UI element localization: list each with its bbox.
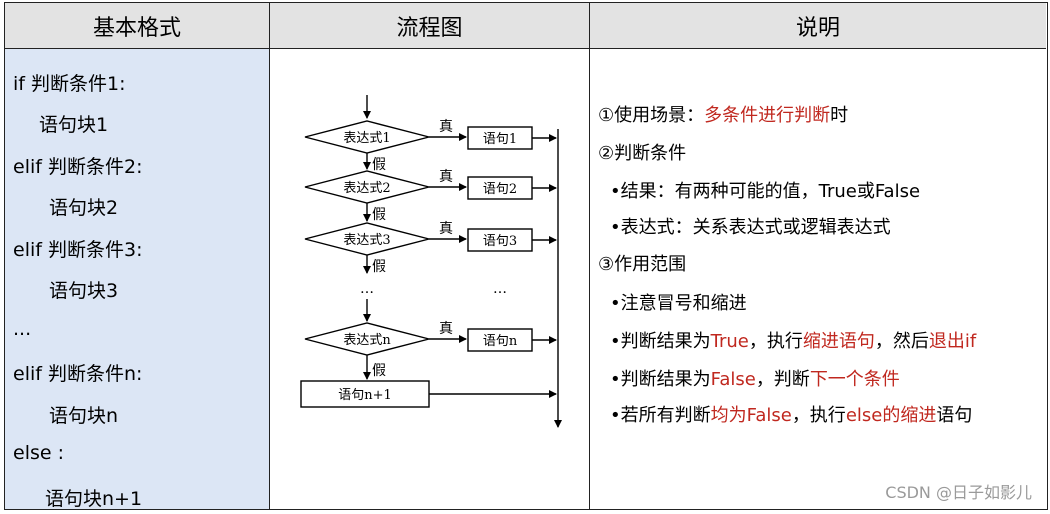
condition-label: 表达式n bbox=[343, 333, 391, 348]
statement-label: 语句2 bbox=[483, 182, 517, 197]
code-line: if 判断条件1: bbox=[13, 73, 126, 95]
desc-colon-indent-line: •注意冒号和缩进 bbox=[610, 293, 747, 314]
code-cell: if 判断条件1: 语句块1 elif 判断条件2: 语句块2 elif 判断条… bbox=[5, 49, 269, 510]
condition-label: 表达式1 bbox=[343, 131, 390, 146]
statement-label: 语句n bbox=[483, 334, 518, 349]
else-statement-label: 语句n+1 bbox=[338, 388, 392, 403]
false-label: 假 bbox=[372, 207, 386, 223]
desc-expression-line: •表达式：关系表达式或逻辑表达式 bbox=[610, 217, 891, 238]
true-label: 真 bbox=[439, 119, 453, 135]
false-label: 假 bbox=[372, 259, 386, 275]
desc-scope-heading: ③作用范围 bbox=[598, 254, 687, 275]
code-line: 语句块2 bbox=[49, 197, 119, 219]
flowchart-cell: 表达式1 表达式2 表达式3 表达式n 语句1 语句2 语句3 语句n 真 真 … bbox=[269, 49, 589, 509]
desc-result-line: •结果：有两种可能的值，True或False bbox=[610, 181, 921, 202]
code-line: 语句块n+1 bbox=[45, 488, 143, 510]
desc-condition-heading: ②判断条件 bbox=[598, 143, 687, 164]
else-statement-box bbox=[300, 380, 430, 408]
code-line: 语句块3 bbox=[49, 280, 119, 302]
true-label: 真 bbox=[439, 221, 453, 237]
true-label: 真 bbox=[439, 169, 453, 185]
flowchart: 表达式1 表达式2 表达式3 表达式n 语句1 语句2 语句3 语句n 真 真 … bbox=[300, 95, 562, 428]
code-line: ... bbox=[13, 318, 32, 340]
desc-false-line: •判断结果为False，判断下一个条件 bbox=[610, 369, 900, 390]
statement-label: 语句1 bbox=[483, 132, 517, 147]
ellipsis: … bbox=[360, 281, 374, 297]
desc-else-line: •若所有判断均为False，执行else的缩进语句 bbox=[610, 405, 973, 426]
desc-true-line: •判断结果为True，执行缩进语句，然后退出if bbox=[610, 331, 977, 352]
header-description: 说明 bbox=[589, 3, 1046, 49]
code-line: elif 判断条件2: bbox=[13, 156, 143, 178]
code-line: 语句块1 bbox=[39, 114, 109, 136]
code-line: 语句块n bbox=[49, 405, 119, 427]
syntax-table: 基本格式 流程图 说明 if 判断条件1: 语句块1 elif 判断条件2: 语… bbox=[4, 2, 1048, 510]
desc-usage-line: ①使用场景：多条件进行判断时 bbox=[598, 105, 849, 126]
condition-label: 表达式2 bbox=[343, 181, 390, 196]
header-flowchart: 流程图 bbox=[269, 3, 589, 49]
code-line: else : bbox=[13, 442, 64, 464]
false-label: 假 bbox=[372, 363, 386, 379]
condition-label: 表达式3 bbox=[343, 233, 390, 248]
code-line: elif 判断条件3: bbox=[13, 239, 143, 261]
true-label: 真 bbox=[439, 321, 453, 337]
statement-label: 语句3 bbox=[483, 234, 517, 249]
false-label: 假 bbox=[372, 157, 386, 173]
watermark: CSDN @日子如影儿 bbox=[885, 483, 1032, 502]
ellipsis: … bbox=[493, 281, 507, 297]
description-cell: ①使用场景：多条件进行判断时 ②判断条件 •结果：有两种可能的值，True或Fa… bbox=[589, 49, 1046, 509]
code-line: elif 判断条件n: bbox=[13, 363, 143, 385]
header-basic-format: 基本格式 bbox=[5, 3, 269, 49]
